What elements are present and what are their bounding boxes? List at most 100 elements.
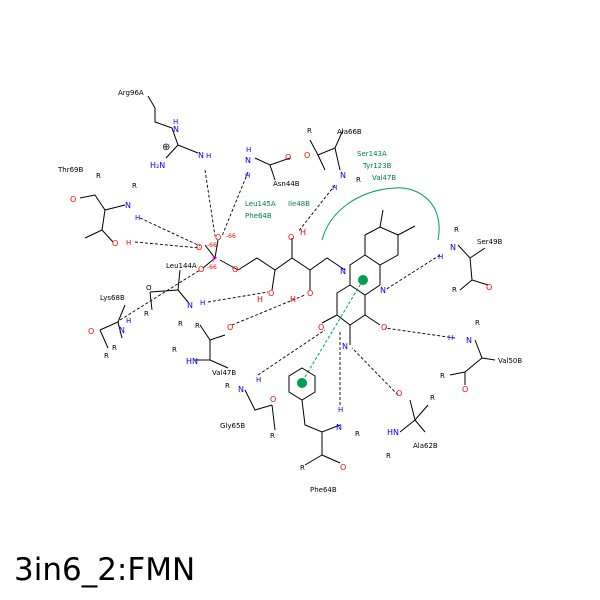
svg-text:H: H (200, 299, 205, 307)
svg-text:O: O (340, 463, 346, 472)
svg-text:R: R (355, 430, 360, 438)
svg-text:R: R (270, 432, 275, 440)
svg-text:N: N (450, 243, 456, 252)
hy-val47b: Val47B (372, 174, 396, 182)
atom-o2: O (318, 323, 324, 332)
svg-text:R: R (440, 372, 445, 380)
svg-text:O: O (486, 283, 492, 292)
residue-ala66b: Ala66B R O N R H (304, 127, 362, 192)
atom-h-ribityl-3: H (257, 295, 263, 304)
svg-text:R: R (104, 352, 109, 360)
svg-text:R: R (452, 286, 457, 294)
residue-lys68b: Lys68B O R N H R (88, 294, 131, 360)
svg-text:Val50B: Val50B (498, 357, 522, 365)
atom-h-ribityl-2: H (290, 295, 296, 304)
svg-text:R: R (178, 320, 183, 328)
residue-val47b: R O HN R Val47B (172, 322, 236, 377)
hy-ser143a: Ser143A (357, 150, 387, 158)
svg-text:Ser49B: Ser49B (477, 238, 503, 246)
svg-text:Ala66B: Ala66B (337, 128, 362, 136)
svg-text:R: R (300, 464, 305, 472)
svg-text:N: N (466, 336, 472, 345)
svg-text:R: R (195, 322, 200, 330)
atom-p: P (212, 255, 217, 264)
charge-op1: -66 (226, 233, 236, 240)
svg-text:HN: HN (186, 357, 198, 366)
residue-phe64b: N H R O R Phe64B (300, 399, 360, 494)
svg-text:H: H (246, 146, 251, 154)
svg-text:H: H (126, 239, 131, 247)
svg-text:R: R (132, 182, 137, 190)
svg-text:HN: HN (387, 428, 399, 437)
svg-text:R: R (144, 310, 149, 318)
svg-text:R: R (172, 346, 177, 354)
svg-text:O: O (396, 389, 402, 398)
svg-text:H: H (256, 376, 261, 384)
svg-text:Lys68B: Lys68B (100, 294, 125, 302)
charge-op3: -66 (207, 264, 217, 271)
hy-tyr123b: Tyr123B (362, 162, 392, 170)
svg-text:N: N (198, 151, 204, 160)
svg-text:N: N (340, 171, 346, 180)
svg-text:O: O (227, 323, 233, 332)
svg-text:H: H (206, 152, 211, 160)
svg-text:R: R (225, 382, 230, 390)
residue-thr69b: Thr69B R O N R H O H (57, 166, 140, 248)
residue-ala62b: O R HN R Ala62B (386, 389, 438, 460)
residue-leu144a: Leu144A O R N H R (144, 262, 205, 328)
hydrogen-bonds (119, 169, 456, 405)
pi-stacking (288, 275, 368, 401)
residue-ser49b: R N H Ser49B O R (438, 226, 503, 294)
svg-text:R: R (96, 172, 101, 180)
svg-text:H: H (245, 172, 250, 180)
svg-text:R: R (112, 344, 117, 352)
atom-op1: O (215, 233, 221, 242)
svg-text:N: N (173, 125, 179, 134)
svg-text:Leu144A: Leu144A (166, 262, 197, 270)
svg-text:R: R (356, 176, 361, 184)
svg-text:H: H (438, 253, 443, 261)
svg-text:H₂N: H₂N (150, 161, 165, 170)
pi-centroid-phe64b (297, 378, 307, 388)
pi-centroid-flavin (358, 275, 368, 285)
residue-asn44b: O N H H Asn44B (245, 146, 300, 188)
svg-text:O: O (462, 385, 468, 394)
svg-text:O: O (285, 153, 291, 162)
svg-text:N: N (125, 201, 131, 210)
atom-h-ribityl-1: H (300, 228, 306, 237)
fmn-atom-labels: N N N O O O H O H O H O P O O O -66 -66 … (196, 228, 387, 351)
atom-n3: N (342, 342, 348, 351)
svg-text:R: R (475, 319, 480, 327)
residue-arg96a: Arg96A N H N H H₂N ⊕ (118, 89, 211, 170)
svg-text:H: H (135, 214, 140, 222)
svg-text:N: N (119, 326, 125, 335)
svg-text:H: H (338, 406, 343, 414)
atom-o-ribityl-2: O (307, 289, 313, 298)
atom-o-ribityl-1: O (288, 233, 294, 242)
svg-text:N: N (238, 385, 244, 394)
svg-text:R: R (454, 226, 459, 234)
svg-text:O: O (270, 395, 276, 404)
svg-text:H: H (332, 184, 337, 192)
svg-text:N: N (336, 423, 342, 432)
atom-o-ribityl-3: O (268, 289, 274, 298)
svg-text:H: H (448, 334, 453, 342)
atom-op2: O (196, 243, 202, 252)
svg-text:O: O (112, 239, 118, 248)
svg-text:O: O (146, 284, 152, 292)
hydrophobic-labels: Ser143A Tyr123B Val47B Leu145A Phe64B Il… (245, 150, 396, 220)
residue-gly65b: R N H O R Gly65B (220, 376, 276, 440)
svg-text:H: H (126, 317, 131, 325)
label-arg96a: Arg96A (118, 89, 144, 97)
svg-text:Ala62B: Ala62B (413, 442, 438, 450)
svg-text:Gly65B: Gly65B (220, 422, 245, 430)
atom-o4: O (381, 323, 387, 332)
svg-text:N: N (187, 301, 193, 310)
fmn-ligand (202, 209, 416, 345)
charge-op2: -66 (207, 242, 217, 249)
atom-n10: N (340, 267, 346, 276)
svg-text:R: R (386, 452, 391, 460)
svg-text:Phe64B: Phe64B (310, 486, 337, 494)
svg-text:Asn44B: Asn44B (273, 180, 300, 188)
